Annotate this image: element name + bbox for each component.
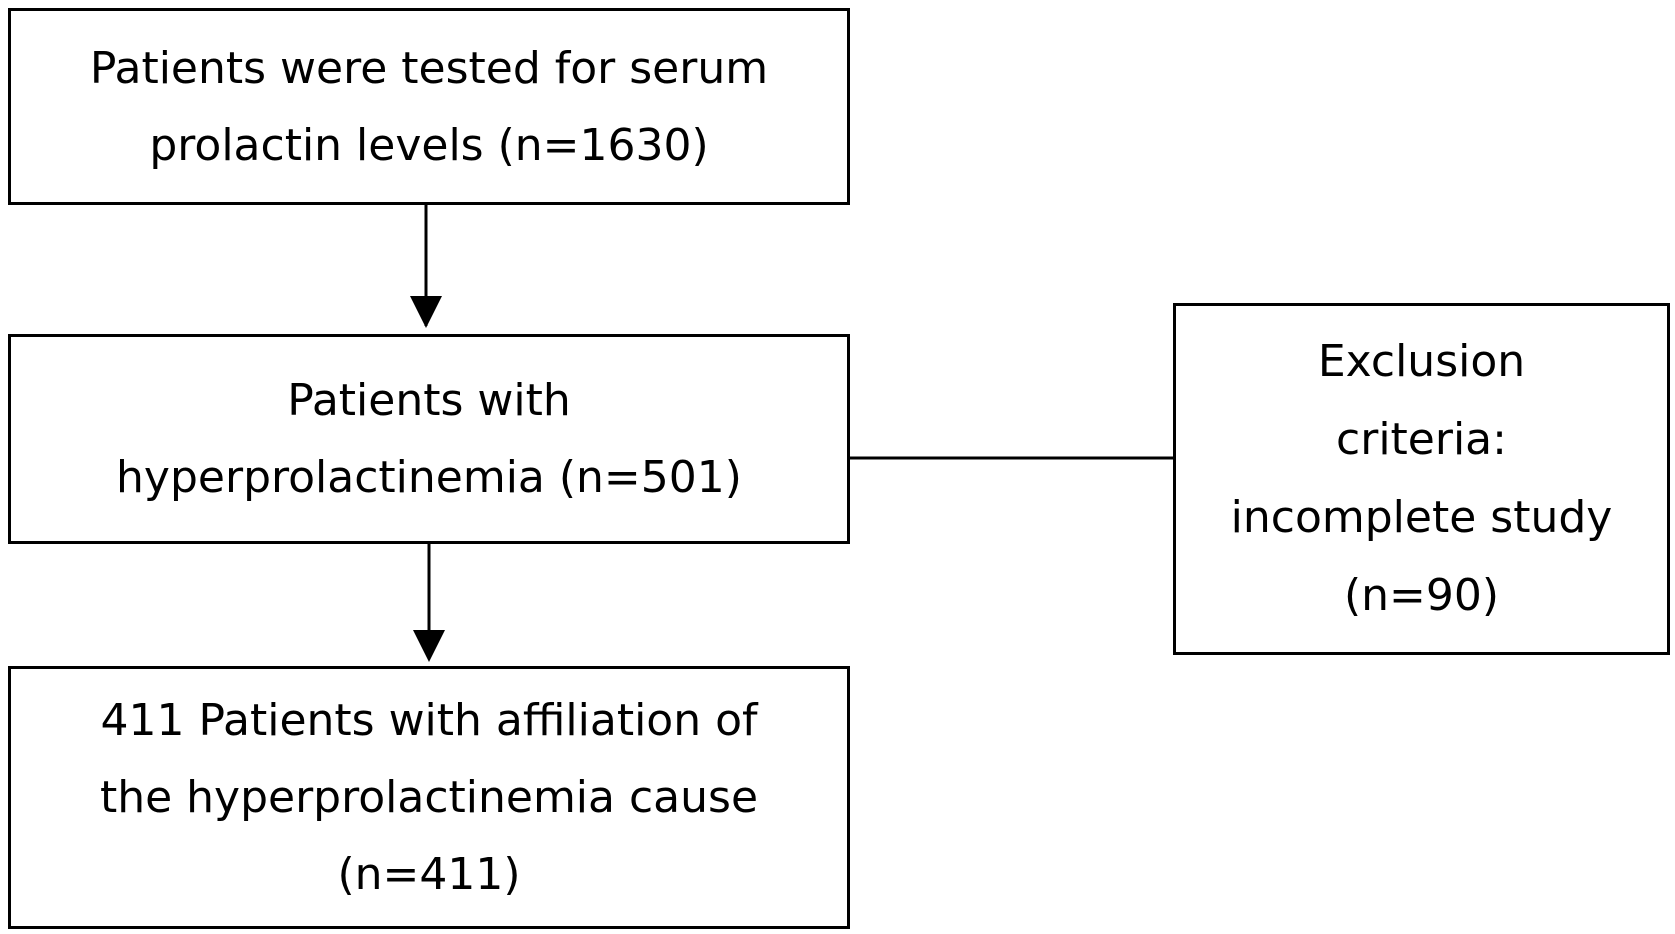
arrowhead-hyperprolactinemia-to-final: [413, 630, 445, 662]
node-hyperprolactinemia-line-2: hyperprolactinemia (n=501): [116, 452, 742, 503]
node-final-affiliation: 411 Patients with affiliation of the hyp…: [8, 666, 850, 929]
arrowhead-tested-to-hyperprolactinemia: [410, 296, 442, 328]
node-exclusion-line-1: Exclusion: [1317, 336, 1526, 387]
node-exclusion-line-2: criteria:: [1336, 414, 1507, 465]
node-exclusion-line-4: (n=90): [1343, 570, 1500, 621]
node-exclusion-criteria: Exclusion criteria: incomplete study (n=…: [1173, 303, 1670, 655]
node-final-line-2: the hyperprolactinemia cause: [99, 772, 759, 823]
node-tested-serum-prolactin: Patients were tested for serum prolactin…: [8, 8, 850, 205]
node-hyperprolactinemia-line-1: Patients with: [287, 375, 571, 426]
node-final-line-1: 411 Patients with affiliation of: [100, 695, 758, 746]
node-hyperprolactinemia: Patients with hyperprolactinemia (n=501): [8, 334, 850, 544]
node-exclusion-line-3: incomplete study: [1230, 492, 1613, 543]
node-final-line-3: (n=411): [337, 849, 521, 900]
node-tested-line-2: prolactin levels (n=1630): [149, 119, 709, 171]
node-tested-line-1: Patients were tested for serum: [89, 42, 769, 94]
